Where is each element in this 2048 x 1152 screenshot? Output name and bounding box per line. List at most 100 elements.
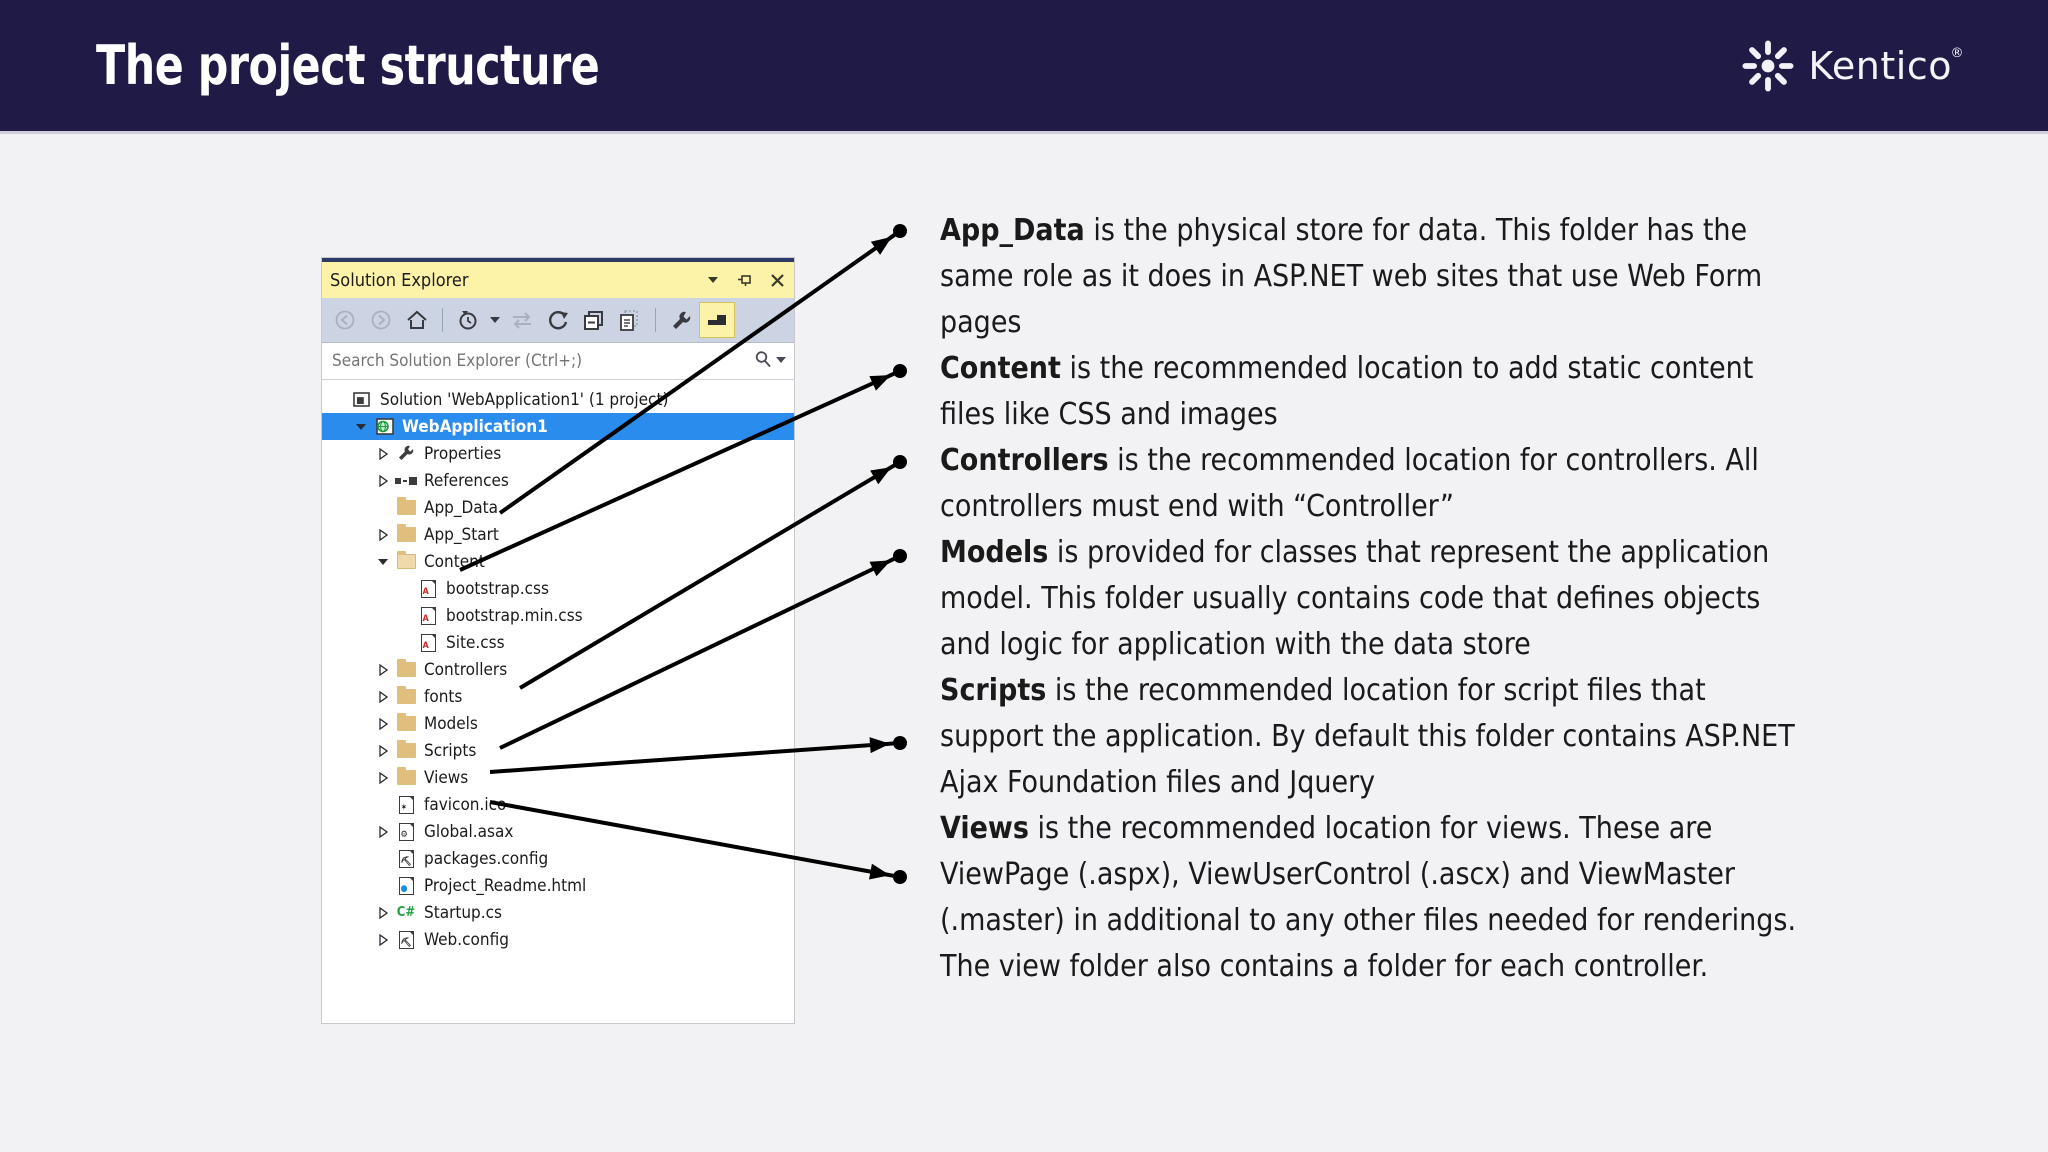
tree-item-references[interactable]: References xyxy=(322,467,794,494)
kentico-wordmark: Kentico® xyxy=(1808,44,1963,88)
forward-button[interactable] xyxy=(364,303,398,337)
tree-item-label: bootstrap.css xyxy=(446,578,549,599)
show-all-files-button[interactable] xyxy=(613,303,647,337)
preview-selected-items-button[interactable] xyxy=(699,302,735,338)
expander-collapsed-icon[interactable] xyxy=(372,825,394,838)
css-file-icon: A xyxy=(416,633,440,652)
tree-item-solution-webapplication1-1-project[interactable]: ■Solution 'WebApplication1' (1 project) xyxy=(322,386,794,413)
config-file-icon: ⛏ xyxy=(394,849,418,868)
expander-collapsed-icon[interactable] xyxy=(372,933,394,946)
properties-button[interactable] xyxy=(664,303,698,337)
tree-item-views[interactable]: Views xyxy=(322,764,794,791)
pending-changes-filter-button[interactable] xyxy=(451,303,485,337)
expander-collapsed-icon[interactable] xyxy=(372,906,394,919)
tree-item-label: bootstrap.min.css xyxy=(446,605,583,626)
expander-collapsed-icon[interactable] xyxy=(372,663,394,676)
tree-item-packages-config[interactable]: ⛏packages.config xyxy=(322,845,794,872)
web-project-icon xyxy=(372,417,396,436)
folder-icon xyxy=(394,713,418,731)
asax-file-icon: ⚙ xyxy=(398,822,414,841)
search-bar[interactable] xyxy=(322,343,794,380)
tree-item-app-start[interactable]: App_Start xyxy=(322,521,794,548)
description-term: Models xyxy=(940,535,1049,570)
tree-item-label: favicon.ico xyxy=(424,794,507,815)
expander-collapsed-icon[interactable] xyxy=(372,771,394,784)
header-divider xyxy=(0,131,2048,134)
tree-item-global-asax[interactable]: ⚙Global.asax xyxy=(322,818,794,845)
tree-item-app-data[interactable]: App_Data xyxy=(322,494,794,521)
solution-explorer-toolbar xyxy=(322,298,794,343)
expander-collapsed-icon[interactable] xyxy=(372,690,394,703)
solution-explorer-panel: Solution Explorer xyxy=(322,258,794,1023)
collapse-all-button[interactable] xyxy=(577,303,611,337)
tree-item-web-config[interactable]: ⛏Web.config xyxy=(322,926,794,953)
tree-item-label: Models xyxy=(424,713,478,734)
tree-item-site-css[interactable]: A Site.css xyxy=(322,629,794,656)
description-item: Models is provided for classes that repr… xyxy=(940,530,1800,668)
tree-item-properties[interactable]: Properties xyxy=(322,440,794,467)
tree-item-controllers[interactable]: Controllers xyxy=(322,656,794,683)
folder-icon xyxy=(394,497,418,515)
refresh-button[interactable] xyxy=(541,303,575,337)
expander-collapsed-icon[interactable] xyxy=(372,744,394,757)
tree-item-label: Properties xyxy=(424,443,502,464)
solution-tree[interactable]: ■Solution 'WebApplication1' (1 project)W… xyxy=(322,380,794,953)
expander-collapsed-icon[interactable] xyxy=(372,474,394,487)
folder-icon xyxy=(396,740,416,758)
kentico-logo: Kentico® xyxy=(1742,38,1964,94)
back-button[interactable] xyxy=(328,303,362,337)
chevron-down-icon[interactable] xyxy=(704,271,722,289)
tree-item-label: References xyxy=(424,470,509,491)
tree-item-label: Views xyxy=(424,767,469,788)
tree-item-webapplication1[interactable]: WebApplication1 xyxy=(322,413,794,440)
folder-icon xyxy=(396,767,416,785)
tree-item-label: App_Start xyxy=(424,524,499,545)
description-item: Scripts is the recommended location for … xyxy=(940,668,1800,806)
tree-item-models[interactable]: Models xyxy=(322,710,794,737)
description-item: Views is the recommended location for vi… xyxy=(940,806,1800,990)
search-icon[interactable] xyxy=(754,350,772,373)
tree-item-content[interactable]: Content xyxy=(322,548,794,575)
sync-with-active-document-button[interactable] xyxy=(505,303,539,337)
tree-item-label: Controllers xyxy=(424,659,508,680)
description-item: Controllers is the recommended location … xyxy=(940,438,1800,530)
tree-item-fonts[interactable]: fonts xyxy=(322,683,794,710)
svg-text:■: ■ xyxy=(356,396,365,406)
chevron-down-icon[interactable] xyxy=(776,352,786,370)
description-text: is the recommended location for script f… xyxy=(940,673,1795,800)
folder-icon xyxy=(394,659,418,677)
folder-icon xyxy=(396,713,416,731)
html-file-icon: ● xyxy=(398,876,414,895)
references-icon xyxy=(395,476,417,485)
config-file-icon: ⛏ xyxy=(398,930,414,949)
tree-item-favicon-ico[interactable]: ✶ favicon.ico xyxy=(322,791,794,818)
search-input[interactable] xyxy=(330,350,714,372)
close-icon[interactable] xyxy=(768,271,786,289)
pin-icon[interactable] xyxy=(736,271,754,289)
tree-item-label: Project_Readme.html xyxy=(424,875,587,896)
home-button[interactable] xyxy=(400,303,434,337)
tree-item-project-readme-html[interactable]: ● Project_Readme.html xyxy=(322,872,794,899)
ico-file-icon: ✶ xyxy=(398,795,414,814)
tree-item-scripts[interactable]: Scripts xyxy=(322,737,794,764)
csharp-file-icon: C# xyxy=(394,905,418,920)
references-icon xyxy=(394,476,418,485)
tree-item-label: fonts xyxy=(424,686,463,707)
tree-item-label: App_Data xyxy=(424,497,499,518)
expander-expanded-icon[interactable] xyxy=(372,556,394,567)
expander-collapsed-icon[interactable] xyxy=(372,717,394,730)
panel-title: Solution Explorer xyxy=(330,269,469,291)
tree-item-label: Site.css xyxy=(446,632,505,653)
toolbar-separator xyxy=(655,308,656,332)
expander-collapsed-icon[interactable] xyxy=(372,447,394,460)
chevron-down-icon[interactable] xyxy=(487,303,503,337)
config-file-icon: ⛏ xyxy=(398,849,414,868)
tree-item-startup-cs[interactable]: C#Startup.cs xyxy=(322,899,794,926)
folder-icon xyxy=(396,524,416,542)
expander-collapsed-icon[interactable] xyxy=(372,528,394,541)
expander-expanded-icon[interactable] xyxy=(350,421,372,432)
description-text: is the recommended location for controll… xyxy=(940,443,1759,524)
description-text: is the physical store for data. This fol… xyxy=(940,213,1763,340)
